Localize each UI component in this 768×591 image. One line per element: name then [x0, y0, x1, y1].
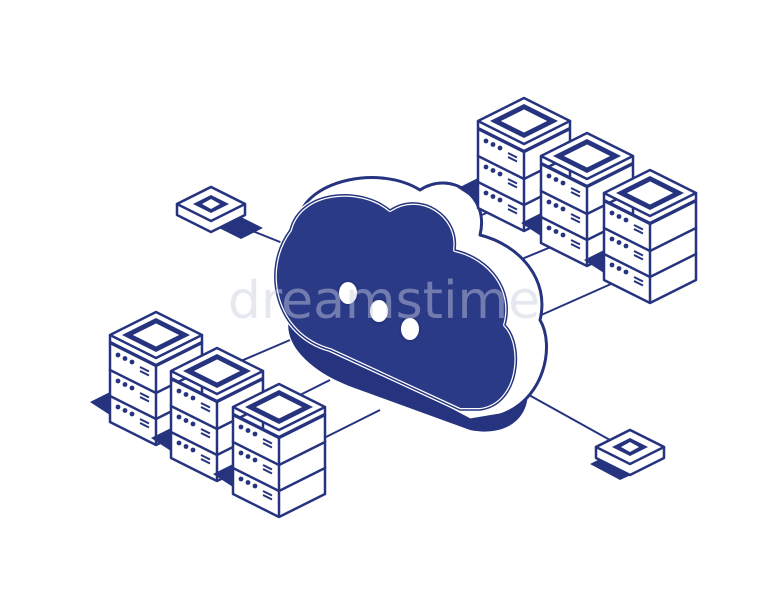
chip-node-icon	[590, 428, 666, 480]
watermark-text: dreamstime	[228, 271, 540, 331]
server-rack-icon	[584, 168, 698, 305]
chip-node-icon	[175, 185, 263, 239]
server-rack-icon	[213, 382, 327, 519]
cloud-icon	[272, 176, 548, 432]
server-rack-icon	[151, 346, 265, 483]
server-rack-icon	[458, 96, 572, 233]
server-rack-icon	[90, 310, 204, 447]
server-rack-icon	[521, 131, 635, 268]
